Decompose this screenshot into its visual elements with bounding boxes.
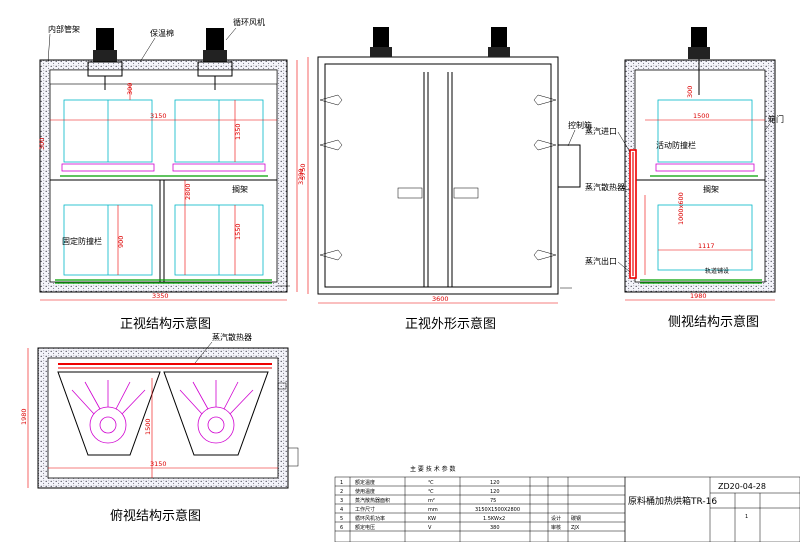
- dim-front-height: 3290: [297, 168, 305, 185]
- front-exterior-title: 正视外形示意图: [405, 316, 496, 332]
- dim-top-length: 3150: [150, 460, 167, 468]
- top-fan-left: [71, 380, 146, 444]
- row-3-unit: m²: [428, 498, 435, 504]
- label-insulation: 保温棉: [150, 28, 174, 38]
- dim-side-1117: 1117: [698, 242, 715, 250]
- dim-side-300: 300: [686, 86, 694, 98]
- rail-upper-left: [61, 163, 155, 172]
- dim-side-width: 1980: [690, 292, 707, 300]
- tb-drawing-no: ZJX: [571, 525, 580, 531]
- control-box: [557, 144, 581, 188]
- front-exterior-view: 3600 3750 控制箱 正视外形示意图: [299, 27, 592, 332]
- row-1-name: 额定温度: [355, 479, 375, 486]
- side-motor: [688, 27, 710, 95]
- dim-top-inner: 1500: [144, 418, 152, 435]
- row-5-name: 循环风机功率: [355, 515, 385, 522]
- tb-checker: 审核: [551, 524, 561, 531]
- fan-right: [197, 28, 233, 90]
- row-3-name: 蒸汽散热器面积: [355, 497, 390, 504]
- row-5-unit: KW: [428, 516, 436, 522]
- label-track: 轨道铺设: [705, 267, 729, 275]
- dim-exterior-height: 3750: [299, 163, 307, 180]
- label-side-steam-heater: 蒸汽散热器: [585, 182, 625, 192]
- hinges-left: [319, 94, 343, 261]
- row-1-no: 1: [340, 480, 343, 486]
- label-door: 箱门: [768, 114, 784, 124]
- fan-left: [87, 28, 123, 90]
- tb-designer: 设计: [551, 515, 561, 522]
- top-duct: [49, 69, 278, 85]
- dim-side-heater: 1000x600: [677, 192, 685, 225]
- row-4-no: 4: [340, 507, 343, 513]
- row-5-no: 5: [340, 516, 343, 522]
- params-table-title: 主 要 技 术 参 数: [410, 465, 456, 473]
- label-inner-frame: 内部管架: [48, 24, 80, 34]
- dim-height-900: 900: [117, 236, 125, 248]
- tb-product: 原料桶加热烘箱TR-16: [628, 495, 717, 507]
- side-structure-view: 1500 1117 1000x600 300 1980 蒸汽进口 活动防撞栏 蒸…: [585, 27, 784, 330]
- top-view-title: 俯视结构示意图: [110, 508, 201, 524]
- label-fan: 循环风机: [233, 17, 265, 27]
- row-4-name: 工作尺寸: [355, 506, 375, 513]
- label-movable-rail: 活动防撞栏: [656, 140, 696, 150]
- row-6-unit: V: [428, 525, 432, 531]
- row-1-unit: ℃: [428, 480, 434, 486]
- row-2-no: 2: [340, 489, 343, 495]
- row-6-no: 6: [340, 525, 343, 531]
- side-shelf-upper: [657, 99, 753, 163]
- label-top-steam-heater: 蒸汽散热器: [212, 332, 252, 342]
- top-fan-housing-right: [163, 371, 269, 456]
- label-side-rack: 搁架: [703, 184, 719, 194]
- row-3-no: 3: [340, 498, 343, 504]
- label-control-box: 控制箱: [568, 120, 592, 130]
- row-3-value: 75: [490, 498, 496, 504]
- top-view: 3150 1980 1500 蒸汽散热器 俯视结构示意图: [20, 332, 299, 524]
- dim-small-300: 300: [38, 138, 46, 150]
- dim-height-1550: 1550: [234, 223, 242, 240]
- row-6-value: 380: [490, 525, 500, 531]
- row-4-unit: mm: [428, 507, 438, 513]
- front-structure-title: 正视结构示意图: [120, 316, 211, 332]
- dim-exterior-width: 3600: [432, 295, 449, 303]
- dim-height-2800: 2800: [184, 183, 192, 200]
- tb-material: 碳钢: [571, 515, 581, 522]
- dim-top-300: 300: [126, 83, 134, 95]
- dim-front-width: 3350: [152, 292, 169, 300]
- hinges-right: [533, 94, 557, 261]
- row-4-value: 3150X1500X2800: [475, 507, 520, 513]
- row-6-name: 额定电压: [355, 524, 375, 531]
- side-structure-title: 侧视结构示意图: [668, 314, 759, 330]
- side-shelf-lower: [657, 204, 753, 271]
- row-2-unit: ℃: [428, 489, 434, 495]
- tb-sheet: 1: [745, 514, 748, 520]
- row-1-value: 120: [490, 480, 500, 486]
- rail-upper-right: [172, 163, 266, 172]
- top-fan-housing-left: [57, 371, 161, 456]
- motor-right: [488, 27, 510, 57]
- label-steam-in: 蒸汽进口: [585, 126, 617, 136]
- dim-height-1350: 1350: [234, 123, 242, 140]
- top-fan-right: [179, 380, 254, 444]
- exterior-body: [317, 56, 559, 295]
- row-5-value: 1.5KWx2: [483, 516, 505, 522]
- params-table: 主 要 技 术 参 数 1 额定温度 ℃ 120 2 使用温度 ℃ 120 3 …: [334, 465, 626, 542]
- tb-date: ZD20-04-28: [718, 482, 766, 491]
- label-rack: 搁架: [232, 184, 248, 194]
- dim-top-depth: 1980: [20, 408, 28, 425]
- row-2-value: 120: [490, 489, 500, 495]
- label-fixed-rail: 固定防撞栏: [62, 236, 102, 246]
- label-steam-out: 蒸汽出口: [585, 256, 617, 266]
- row-2-name: 使用温度: [355, 488, 375, 495]
- title-block: 原料桶加热烘箱TR-16 ZD20-04-28 1: [624, 476, 800, 542]
- dim-inner-width: 3150: [150, 112, 167, 120]
- motor-left: [370, 27, 392, 57]
- dim-side-1500: 1500: [693, 112, 710, 120]
- front-structure-view: 3150 300 1350 2800 900 1550 300 3350 329…: [38, 17, 305, 332]
